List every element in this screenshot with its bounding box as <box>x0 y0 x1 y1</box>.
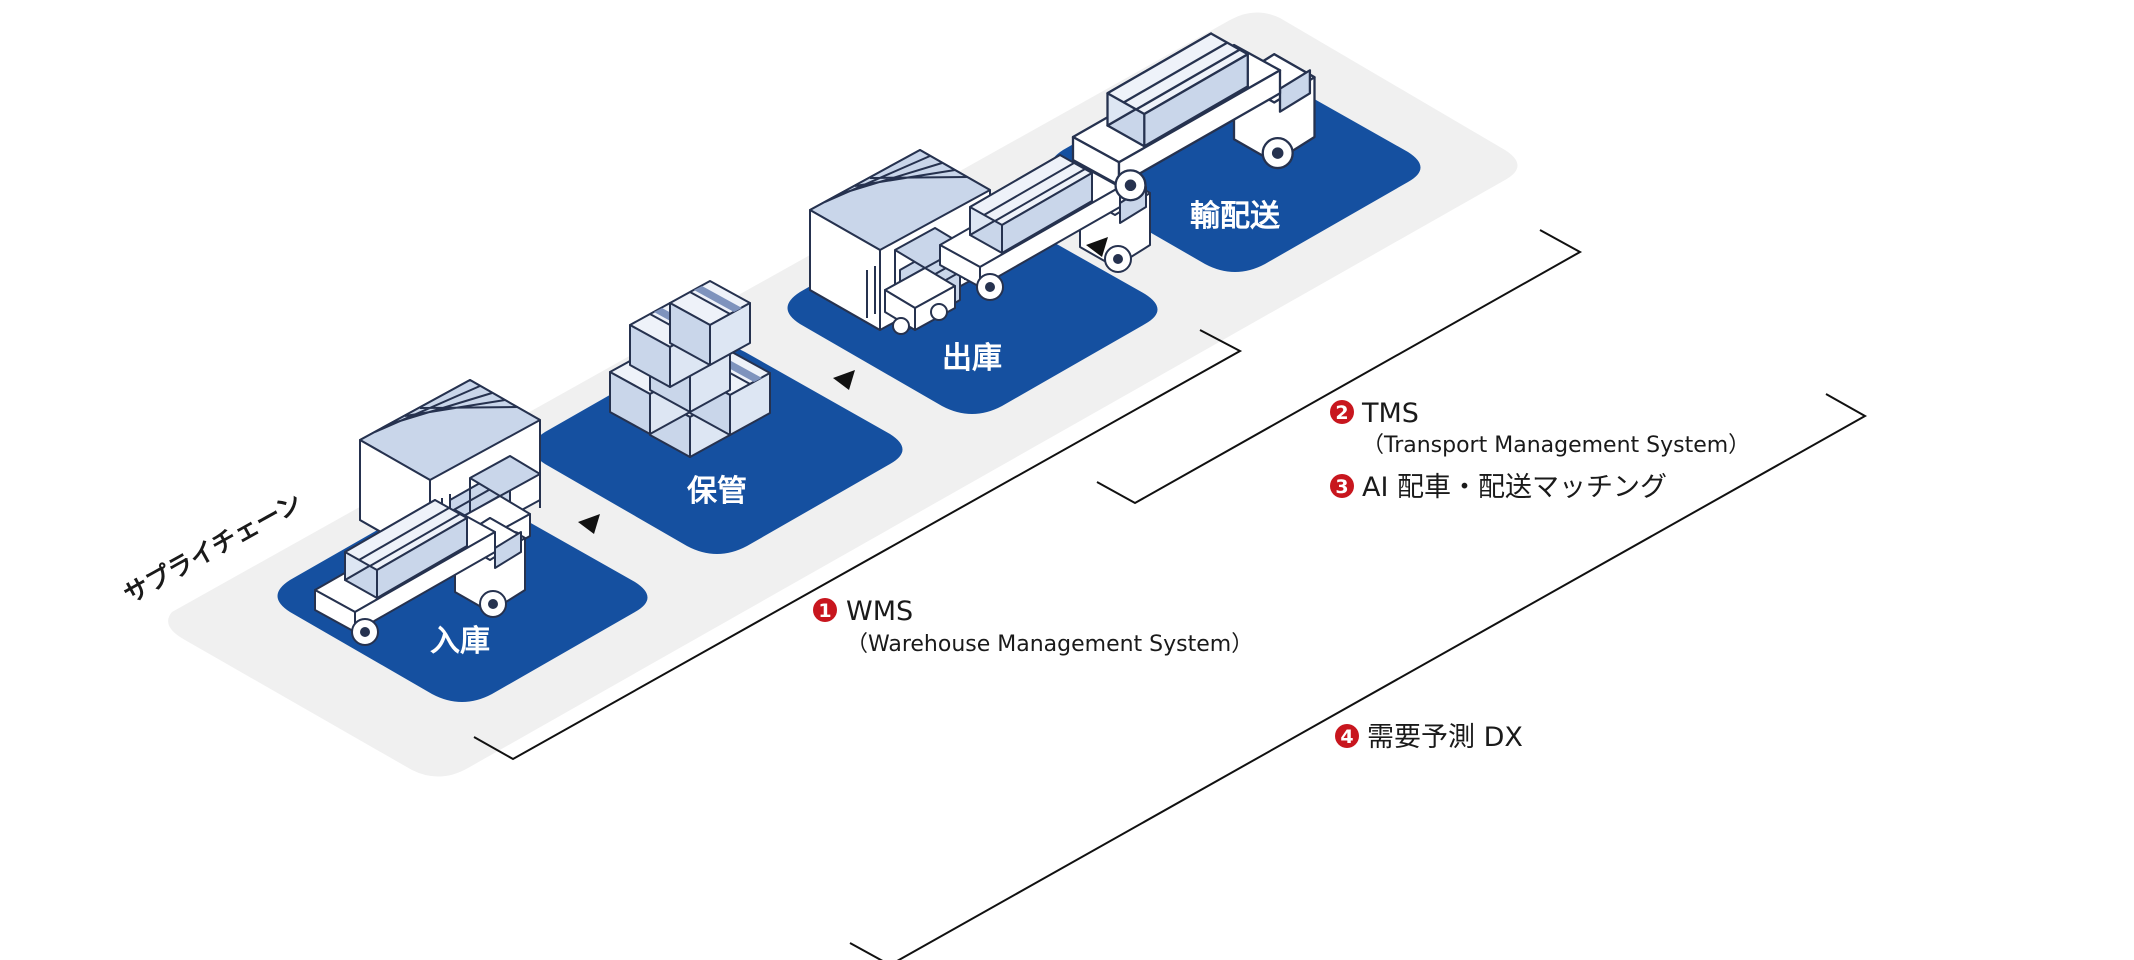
system-subtitle-wms: （Warehouse Management System） <box>846 632 1253 657</box>
badge-number-4: 4 <box>1340 726 1353 748</box>
badge-icon-3 <box>1330 474 1354 498</box>
stage-label-yuhaiso: 輸配送 <box>1190 199 1280 234</box>
system-ai-dispatch: 3 AI 配車・配送マッチング <box>1330 472 1667 503</box>
flow-arrow-icon-2 <box>833 370 855 390</box>
system-subtitle-tms: （Transport Management System） <box>1362 433 1750 458</box>
system-demand-forecast: 4 需要予測 DX <box>1335 722 1523 753</box>
system-title-wms: WMS <box>846 596 913 627</box>
badge-icon-1 <box>813 598 837 622</box>
badge-icon-2 <box>1330 400 1354 424</box>
badge-icon-4 <box>1335 724 1359 748</box>
badge-number-3: 3 <box>1335 476 1348 498</box>
stage-label-hokan: 保管 <box>687 474 747 509</box>
stage-label-nyuko: 入庫 <box>430 624 490 659</box>
bracket-demand <box>849 393 1868 960</box>
system-title-ai-dispatch: AI 配車・配送マッチング <box>1362 472 1667 503</box>
bracket-tms <box>1096 229 1583 505</box>
flow-arrow-icon-1 <box>578 514 600 534</box>
system-title-tms: TMS <box>1361 398 1419 429</box>
system-tms: 2 TMS （Transport Management System） <box>1330 398 1750 458</box>
bracket-wms <box>473 329 1243 761</box>
stage-label-shukko: 出庫 <box>942 341 1002 376</box>
badge-number-2: 2 <box>1335 402 1348 424</box>
system-wms: 1 WMS （Warehouse Management System） <box>813 596 1253 657</box>
system-title-demand-forecast: 需要予測 DX <box>1367 722 1523 753</box>
flow-arrow-icon-3 <box>1086 237 1108 257</box>
badge-number-1: 1 <box>818 600 831 622</box>
